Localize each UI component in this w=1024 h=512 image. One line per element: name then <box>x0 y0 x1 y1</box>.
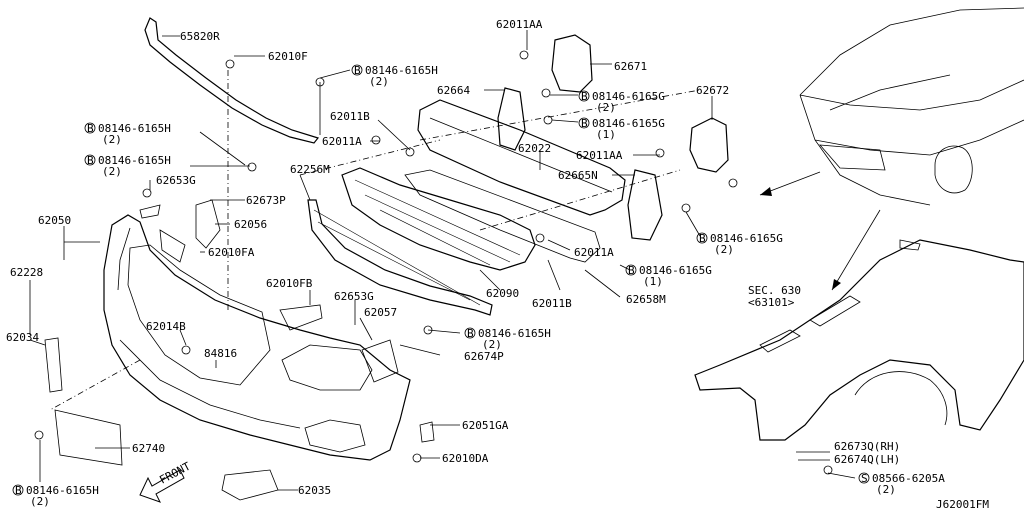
circle-b-1: B <box>354 64 361 77</box>
label-08566-6205A: 08566-6205A <box>872 472 945 485</box>
label-08146-6165H-top: 08146-6165H <box>365 64 438 77</box>
front-arrow <box>139 469 185 503</box>
circle-b-7: B <box>628 264 635 277</box>
bracket-62665N <box>627 169 663 241</box>
label-62664: 62664 <box>437 84 470 97</box>
label-62256M: 62256M <box>290 163 330 176</box>
circle-b-9: B <box>15 484 22 497</box>
label-08146-6165G-a: 08146-6165G <box>592 90 665 103</box>
circle-b-3: B <box>581 117 588 130</box>
label-08146-6165H-bot: 08146-6165H <box>26 484 99 497</box>
label-62011B-top: 62011B <box>330 110 370 123</box>
circle-b-4: B <box>87 122 94 135</box>
bracket-62672 <box>689 117 729 173</box>
label-08146-6165G-d: 08146-6165G <box>639 264 712 277</box>
label-sec-630-ref: <63101> <box>748 296 795 309</box>
label-62653G-top: 62653G <box>156 174 196 187</box>
qty-08146-6165H-mid: (2) <box>482 338 502 351</box>
circle-b-5: B <box>87 154 94 167</box>
qty-08146-6165G-b: (1) <box>596 128 616 141</box>
circle-b-2: B <box>581 90 588 103</box>
label-62673Q-rh: 62673Q(RH) <box>834 440 900 453</box>
label-62653G-mid: 62653G <box>334 290 374 303</box>
label-08146-6165H-l2: 08146-6165H <box>98 154 171 167</box>
label-62011A-top: 62011A <box>322 135 362 148</box>
label-84816: 84816 <box>204 347 237 360</box>
trim-strip-65820R <box>144 17 320 144</box>
fender-sec630 <box>694 239 1024 441</box>
diagram-id: J62001FM <box>936 498 989 511</box>
qty-08146-6165H-l2: (2) <box>102 165 122 178</box>
circle-b-8: B <box>467 327 474 340</box>
qty-08146-6165H-l1: (2) <box>102 133 122 146</box>
label-62011AA-mid: 62011AA <box>576 149 623 162</box>
qty-08566-6205A: (2) <box>876 483 896 496</box>
qty-08146-6165G-c: (2) <box>714 243 734 256</box>
label-sec-630: SEC. 630 <box>748 284 801 297</box>
label-62022: 62022 <box>518 142 551 155</box>
qty-08146-6165G-d: (1) <box>643 275 663 288</box>
label-62010F: 62010F <box>268 50 308 63</box>
label-62011AA-top: 62011AA <box>496 18 543 31</box>
label-62014B: 62014B <box>146 320 186 333</box>
label-62010DA: 62010DA <box>442 452 489 465</box>
label-08146-6165G-c: 08146-6165G <box>710 232 783 245</box>
label-62010FB: 62010FB <box>266 277 313 290</box>
label-62658M: 62658M <box>626 293 666 306</box>
label-62674Q-lh: 62674Q(LH) <box>834 453 900 466</box>
label-62010FA: 62010FA <box>208 246 255 259</box>
bumper-fascia-62050 <box>103 214 411 461</box>
label-62011B-mid: 62011B <box>532 297 572 310</box>
circle-b-6: B <box>699 232 706 245</box>
bracket-62664 <box>497 87 526 151</box>
qty-08146-6165H-bot: (2) <box>30 495 50 508</box>
label-62035: 62035 <box>298 484 331 497</box>
label-62674P: 62674P <box>464 350 504 363</box>
label-65820R: 65820R <box>180 30 220 43</box>
label-62090: 62090 <box>486 287 519 300</box>
reinforcement-62022 <box>417 99 626 216</box>
label-62057: 62057 <box>364 306 397 319</box>
label-62672: 62672 <box>696 84 729 97</box>
label-62671: 62671 <box>614 60 647 73</box>
circle-s: S <box>861 472 868 485</box>
qty-08146-6165H-top: (2) <box>369 75 389 88</box>
label-08146-6165H-l1: 08146-6165H <box>98 122 171 135</box>
bracket-62671 <box>551 34 593 93</box>
label-62050: 62050 <box>38 214 71 227</box>
fasteners <box>34 50 833 475</box>
label-62665N: 62665N <box>558 169 598 182</box>
label-62740: 62740 <box>132 442 165 455</box>
label-62056: 62056 <box>234 218 267 231</box>
label-62228: 62228 <box>10 266 43 279</box>
grille-62256M <box>307 199 493 316</box>
qty-08146-6165G-a: (2) <box>596 101 616 114</box>
absorber-62090 <box>341 167 536 271</box>
label-62034: 62034 <box>6 331 39 344</box>
label-08146-6165G-b: 08146-6165G <box>592 117 665 130</box>
car-silhouette <box>799 7 1024 206</box>
label-62011A-mid: 62011A <box>574 246 614 259</box>
label-62051GA: 62051GA <box>462 419 509 432</box>
leader-lines <box>29 30 856 491</box>
label-08146-6165H-mid: 08146-6165H <box>478 327 551 340</box>
label-62673P: 62673P <box>246 194 286 207</box>
